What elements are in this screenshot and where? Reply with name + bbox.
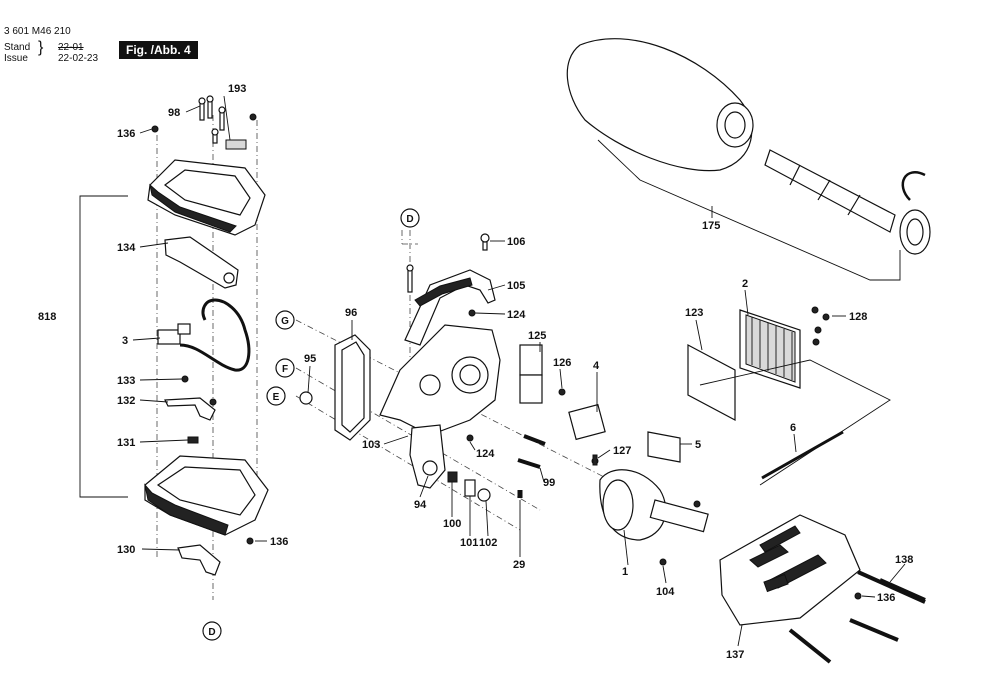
label-2: 2 bbox=[742, 278, 748, 290]
label-6: 6 bbox=[790, 422, 796, 434]
old-date: 22-01 bbox=[58, 42, 84, 53]
label-131: 131 bbox=[117, 437, 135, 449]
ref-d-top-text: D bbox=[406, 214, 413, 225]
label-138: 138 bbox=[895, 554, 913, 566]
new-date: 22-02-23 bbox=[58, 53, 99, 64]
label-127: 127 bbox=[613, 445, 631, 457]
ref-g bbox=[275, 310, 295, 330]
figure-badge: Fig. /Abb. 4 bbox=[119, 41, 198, 59]
label-105: 105 bbox=[507, 280, 525, 292]
label-29: 29 bbox=[513, 559, 525, 571]
stand-label: Stand bbox=[4, 42, 31, 53]
ref-f-text: F bbox=[282, 364, 288, 375]
label-124-bottom: 124 bbox=[476, 448, 495, 460]
label-134: 134 bbox=[117, 242, 136, 254]
document-number: 3 601 M46 210 bbox=[4, 26, 71, 37]
label-126: 126 bbox=[553, 357, 571, 369]
ref-d-bottom bbox=[202, 621, 222, 641]
label-106: 106 bbox=[507, 236, 525, 248]
label-95: 95 bbox=[304, 353, 316, 365]
label-137: 137 bbox=[726, 649, 744, 661]
label-96: 96 bbox=[345, 307, 357, 319]
label-5: 5 bbox=[695, 439, 701, 451]
label-98: 98 bbox=[168, 107, 180, 119]
label-136-right: 136 bbox=[877, 592, 895, 604]
label-102: 102 bbox=[479, 537, 497, 549]
label-99: 99 bbox=[543, 477, 555, 489]
label-3: 3 bbox=[122, 335, 128, 347]
label-136-bottom: 136 bbox=[270, 536, 288, 548]
label-4: 4 bbox=[593, 360, 600, 372]
label-136-top: 136 bbox=[117, 128, 135, 140]
label-193: 193 bbox=[228, 83, 246, 95]
ref-e-text: E bbox=[273, 392, 280, 403]
issue-label: Issue bbox=[4, 53, 28, 64]
label-104: 104 bbox=[656, 586, 675, 598]
label-125: 125 bbox=[528, 330, 546, 342]
label-103: 103 bbox=[362, 439, 380, 451]
ref-f bbox=[275, 358, 295, 378]
label-124-top: 124 bbox=[507, 309, 526, 321]
label-175: 175 bbox=[702, 220, 720, 232]
left-assembly bbox=[79, 95, 269, 600]
brace: } bbox=[38, 39, 44, 56]
label-1: 1 bbox=[622, 566, 628, 578]
ref-g-text: G bbox=[281, 316, 289, 327]
label-123: 123 bbox=[685, 307, 703, 319]
reference-markers: D D G F E bbox=[202, 208, 420, 641]
label-101: 101 bbox=[460, 537, 478, 549]
label-94: 94 bbox=[414, 499, 427, 511]
label-132: 132 bbox=[117, 395, 135, 407]
right-assembly bbox=[566, 38, 931, 664]
ref-d-bottom-text: D bbox=[208, 627, 215, 638]
label-128: 128 bbox=[849, 311, 867, 323]
leader-lines bbox=[132, 95, 906, 647]
label-130: 130 bbox=[117, 544, 135, 556]
label-818: 818 bbox=[38, 311, 56, 323]
ref-e bbox=[266, 386, 286, 406]
label-100: 100 bbox=[443, 518, 461, 530]
label-133: 133 bbox=[117, 375, 135, 387]
ref-d-top bbox=[400, 208, 420, 228]
middle-assembly bbox=[295, 230, 611, 531]
part-number-labels: 193 98 136 134 818 3 133 132 131 130 136… bbox=[38, 83, 913, 661]
